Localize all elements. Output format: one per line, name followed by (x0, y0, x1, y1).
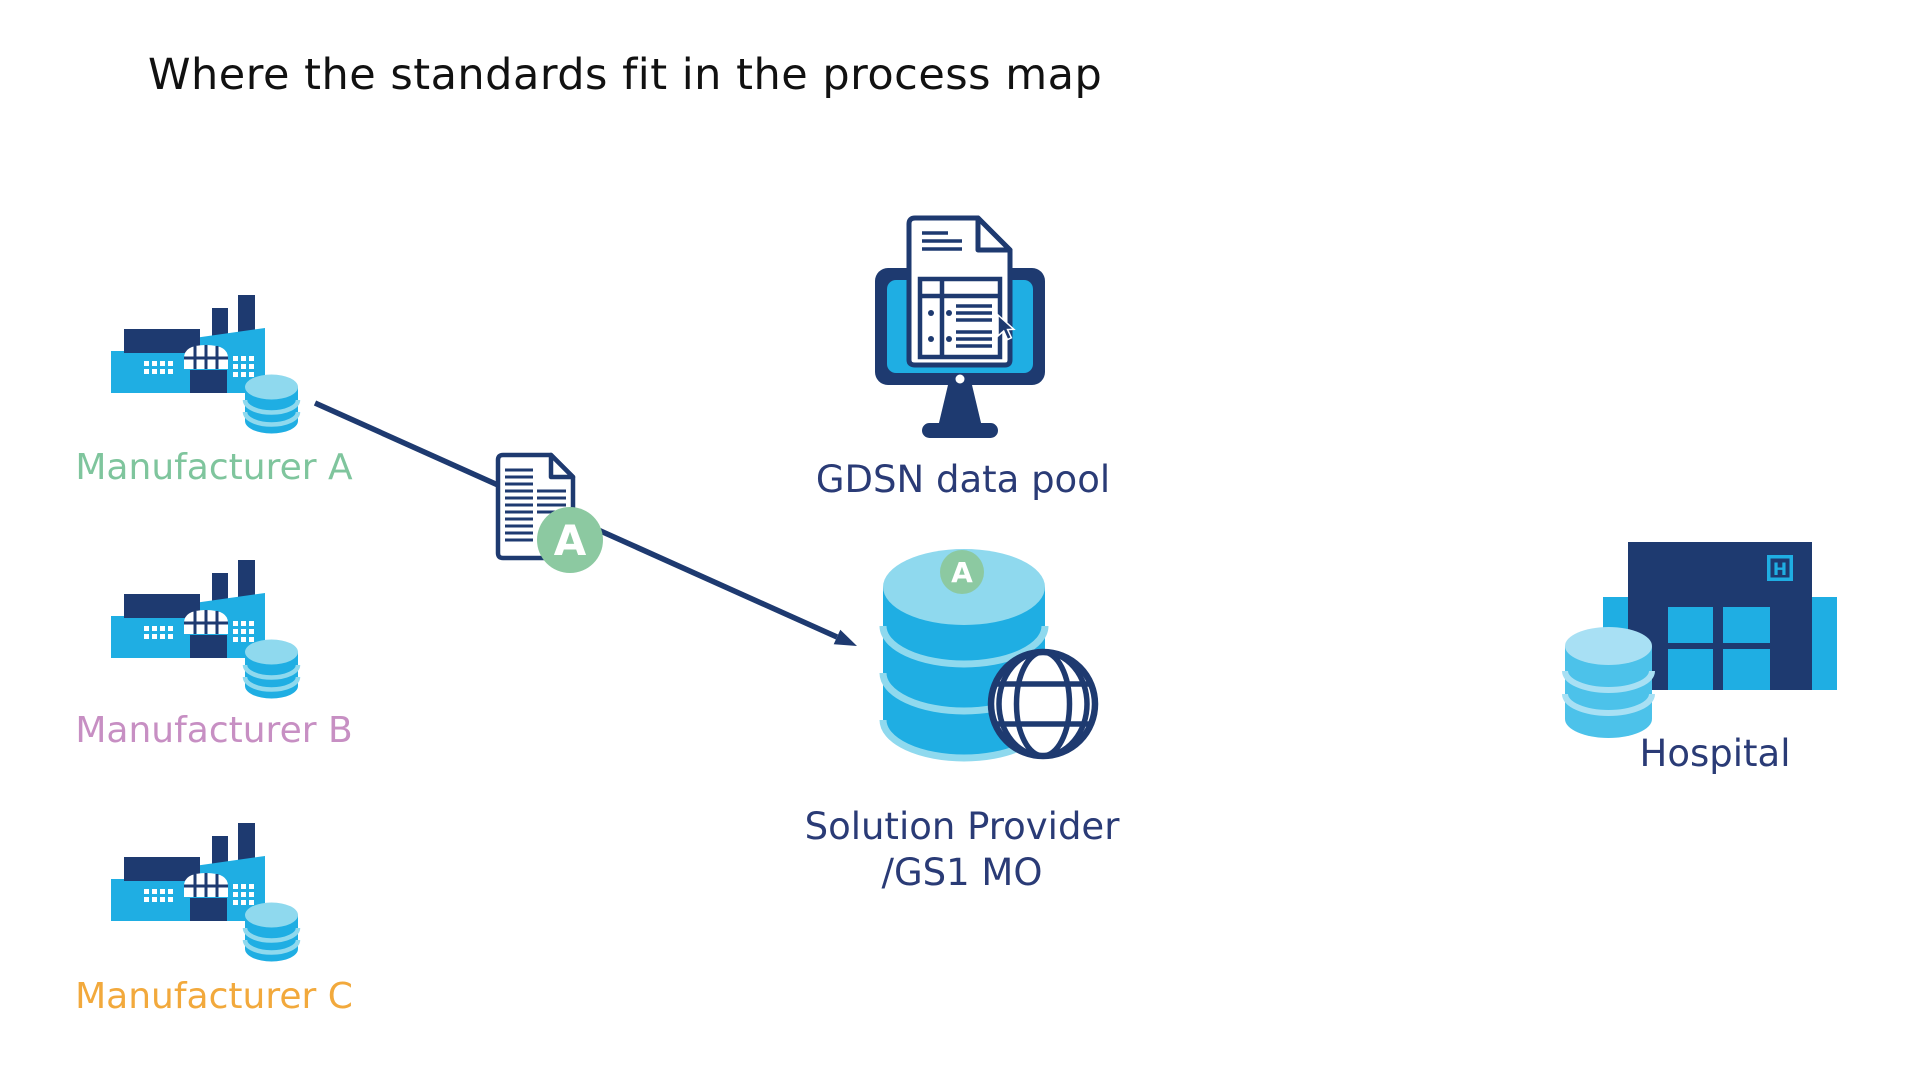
factory-icon-manufacturer-c (108, 818, 308, 968)
svg-text:H: H (1773, 560, 1787, 580)
manufacturer-c-label: Manufacturer C (75, 976, 353, 1017)
hospital-database-icon (1562, 627, 1655, 738)
solution-provider-label-line1: Solution Provider (804, 805, 1120, 848)
document-icon (490, 448, 610, 583)
solution-provider-label-line2: /GS1 MO (881, 851, 1043, 894)
gdsn-data-pool-label: GDSN data pool (815, 458, 1111, 501)
gdsn-monitor-icon (870, 207, 1050, 447)
page-title: Where the standards fit in the process m… (148, 50, 1103, 100)
document-badge-a: A (537, 507, 603, 573)
solution-provider-database-icon (875, 542, 1105, 767)
globe-icon (987, 648, 1099, 760)
cursor-icon (997, 313, 1016, 341)
manufacturer-a-label: Manufacturer A (75, 447, 353, 488)
hospital-sign: H (1767, 555, 1793, 581)
hospital-icon: H (1560, 538, 1840, 743)
factory-icon-manufacturer-a (108, 290, 308, 440)
solution-provider-label: Solution Provider /GS1 MO (762, 804, 1162, 896)
solution-provider-badge-a: A (940, 550, 984, 594)
manufacturer-b-label: Manufacturer B (75, 710, 353, 751)
hospital-label: Hospital (1639, 732, 1791, 775)
factory-icon-manufacturer-b (108, 555, 308, 705)
